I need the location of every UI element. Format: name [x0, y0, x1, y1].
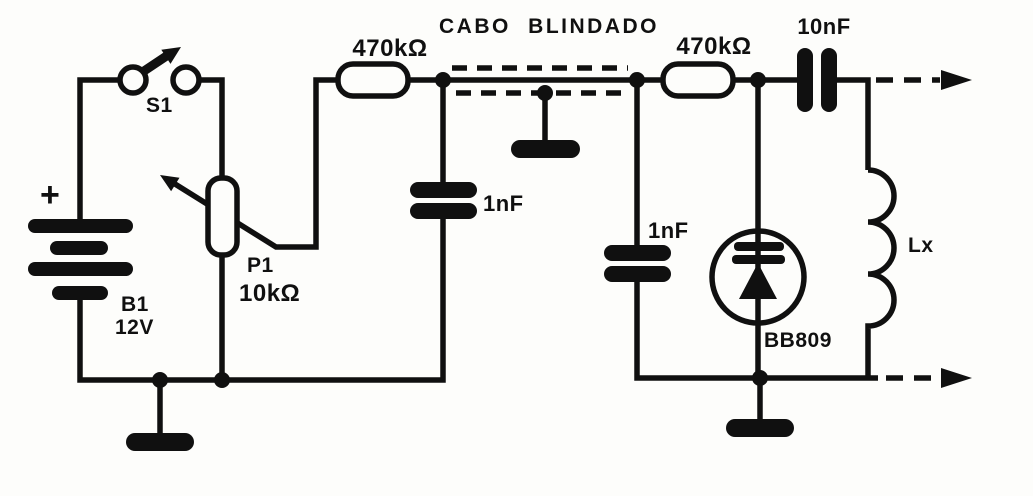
cap3-plate-right: [821, 48, 837, 112]
junction-dot: [537, 85, 553, 101]
cap2-plate-bottom: [604, 266, 671, 282]
pot-ref-label: P1: [247, 254, 274, 277]
cap1-plate-top: [410, 182, 477, 198]
capacitor-output-value: 10nF: [797, 14, 850, 39]
ground-symbol-left: [126, 433, 194, 451]
shield-note-label: CABO BLINDADO: [439, 15, 659, 38]
resistor-470k-output: [660, 61, 736, 99]
battery-plate-short-1: [50, 241, 108, 255]
pot-body: [205, 175, 240, 258]
cap2-plate-top: [604, 245, 671, 261]
junction-dots: [152, 72, 768, 388]
varicap-cathode-bar-2: [732, 255, 785, 264]
battery-ref-label: B1: [121, 293, 149, 316]
battery-plus-label: +: [40, 176, 60, 214]
wire-bottom-right-rail: [634, 282, 878, 381]
wire-switch-to-pot: [199, 77, 225, 178]
pot-value-label: 10kΩ: [239, 280, 300, 307]
varicap-bb809: [709, 80, 807, 378]
varicap-anode-triangle: [739, 263, 777, 299]
output-arrow-top-icon: [941, 70, 972, 90]
resistor-output-value: 470kΩ: [676, 33, 751, 60]
battery-plate-short-2: [52, 286, 108, 300]
potentiometer-p1: [160, 175, 240, 258]
junction-dot: [750, 72, 766, 88]
cap1-plate-bottom: [410, 203, 477, 219]
junction-dot: [752, 370, 768, 386]
varicap-ref-label: BB809: [764, 329, 832, 352]
junction-dot: [214, 372, 230, 388]
inductor-lx-coil: [865, 167, 897, 378]
battery-symbol: [28, 219, 133, 300]
battery-plate-long-2: [28, 262, 133, 276]
ground-symbol-shield: [511, 140, 580, 158]
switch-s1: [117, 47, 202, 96]
capacitor-1nf-input: [410, 182, 477, 219]
output-arrows: [876, 70, 972, 388]
varicap-cathode-bar-1: [734, 242, 784, 251]
battery-value-label: 12V: [115, 316, 154, 339]
junction-dot: [629, 72, 645, 88]
resistor-470k-input: [335, 61, 411, 99]
wiper-arrow-icon: [160, 175, 180, 192]
switch-contact-right: [170, 64, 202, 96]
junction-dot: [152, 372, 168, 388]
junction-dot: [435, 72, 451, 88]
wire-battery-to-switch: [77, 77, 120, 219]
inductor-ref-label: Lx: [908, 234, 934, 257]
ground-symbol-right: [726, 419, 794, 437]
wire-cap3-to-coil: [837, 77, 871, 170]
cap3-plate-left: [797, 48, 813, 112]
output-arrow-bottom-icon: [941, 368, 972, 388]
resistor-input-value: 470kΩ: [352, 35, 427, 62]
capacitor-shunt-value: 1nF: [648, 218, 689, 243]
switch-ref-label: S1: [146, 94, 173, 117]
capacitor-1nf-shunt: [604, 245, 671, 282]
capacitor-10nf-output: [797, 48, 837, 112]
switch-lever: [138, 51, 171, 77]
wire-wiper-to-resistor: [173, 77, 338, 250]
capacitor-input-value: 1nF: [483, 191, 524, 216]
switch-lever-arrow-icon: [161, 47, 181, 64]
battery-plate-long-1: [28, 219, 133, 233]
switch-contact-left: [117, 64, 149, 96]
wire-bottom-left-rail: [77, 219, 446, 383]
labels: CABO BLINDADO 470kΩ 470kΩ 10nF 1nF 1nF S…: [40, 14, 934, 352]
